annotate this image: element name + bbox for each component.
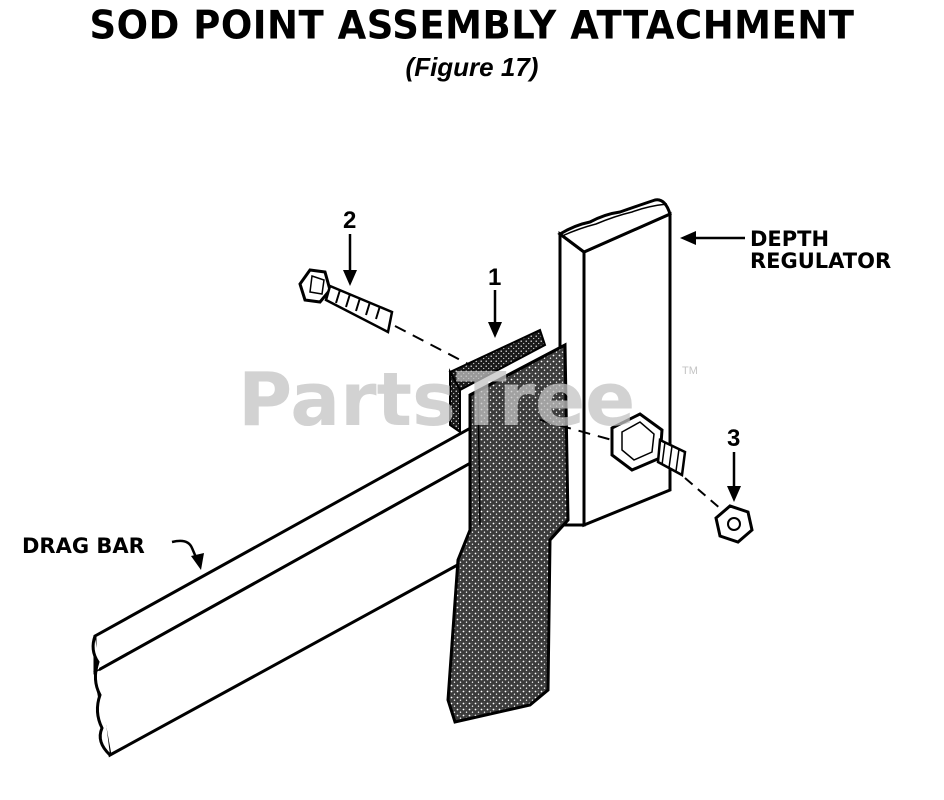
sod-point — [446, 328, 570, 724]
drag-bar — [91, 417, 487, 758]
callout-part-1: 1 — [488, 264, 501, 291]
callout-part-3: 3 — [727, 425, 740, 452]
regulator-bolt — [539, 412, 723, 511]
label-drag-bar: DRAG BAR — [22, 534, 145, 558]
watermark-trademark: TM — [682, 365, 698, 377]
callout-part-2: 2 — [343, 207, 356, 234]
bolt — [298, 268, 471, 366]
lock-nut — [714, 504, 754, 544]
watermark-text: PartsTree — [238, 357, 635, 443]
diagram-title: SOD POINT ASSEMBLY ATTACHMENT — [89, 2, 855, 49]
label-regulator: REGULATOR — [750, 249, 891, 273]
callout-arrows — [171, 231, 745, 570]
label-depth: DEPTH — [750, 227, 829, 251]
figure-reference: (Figure 17) — [405, 52, 539, 82]
